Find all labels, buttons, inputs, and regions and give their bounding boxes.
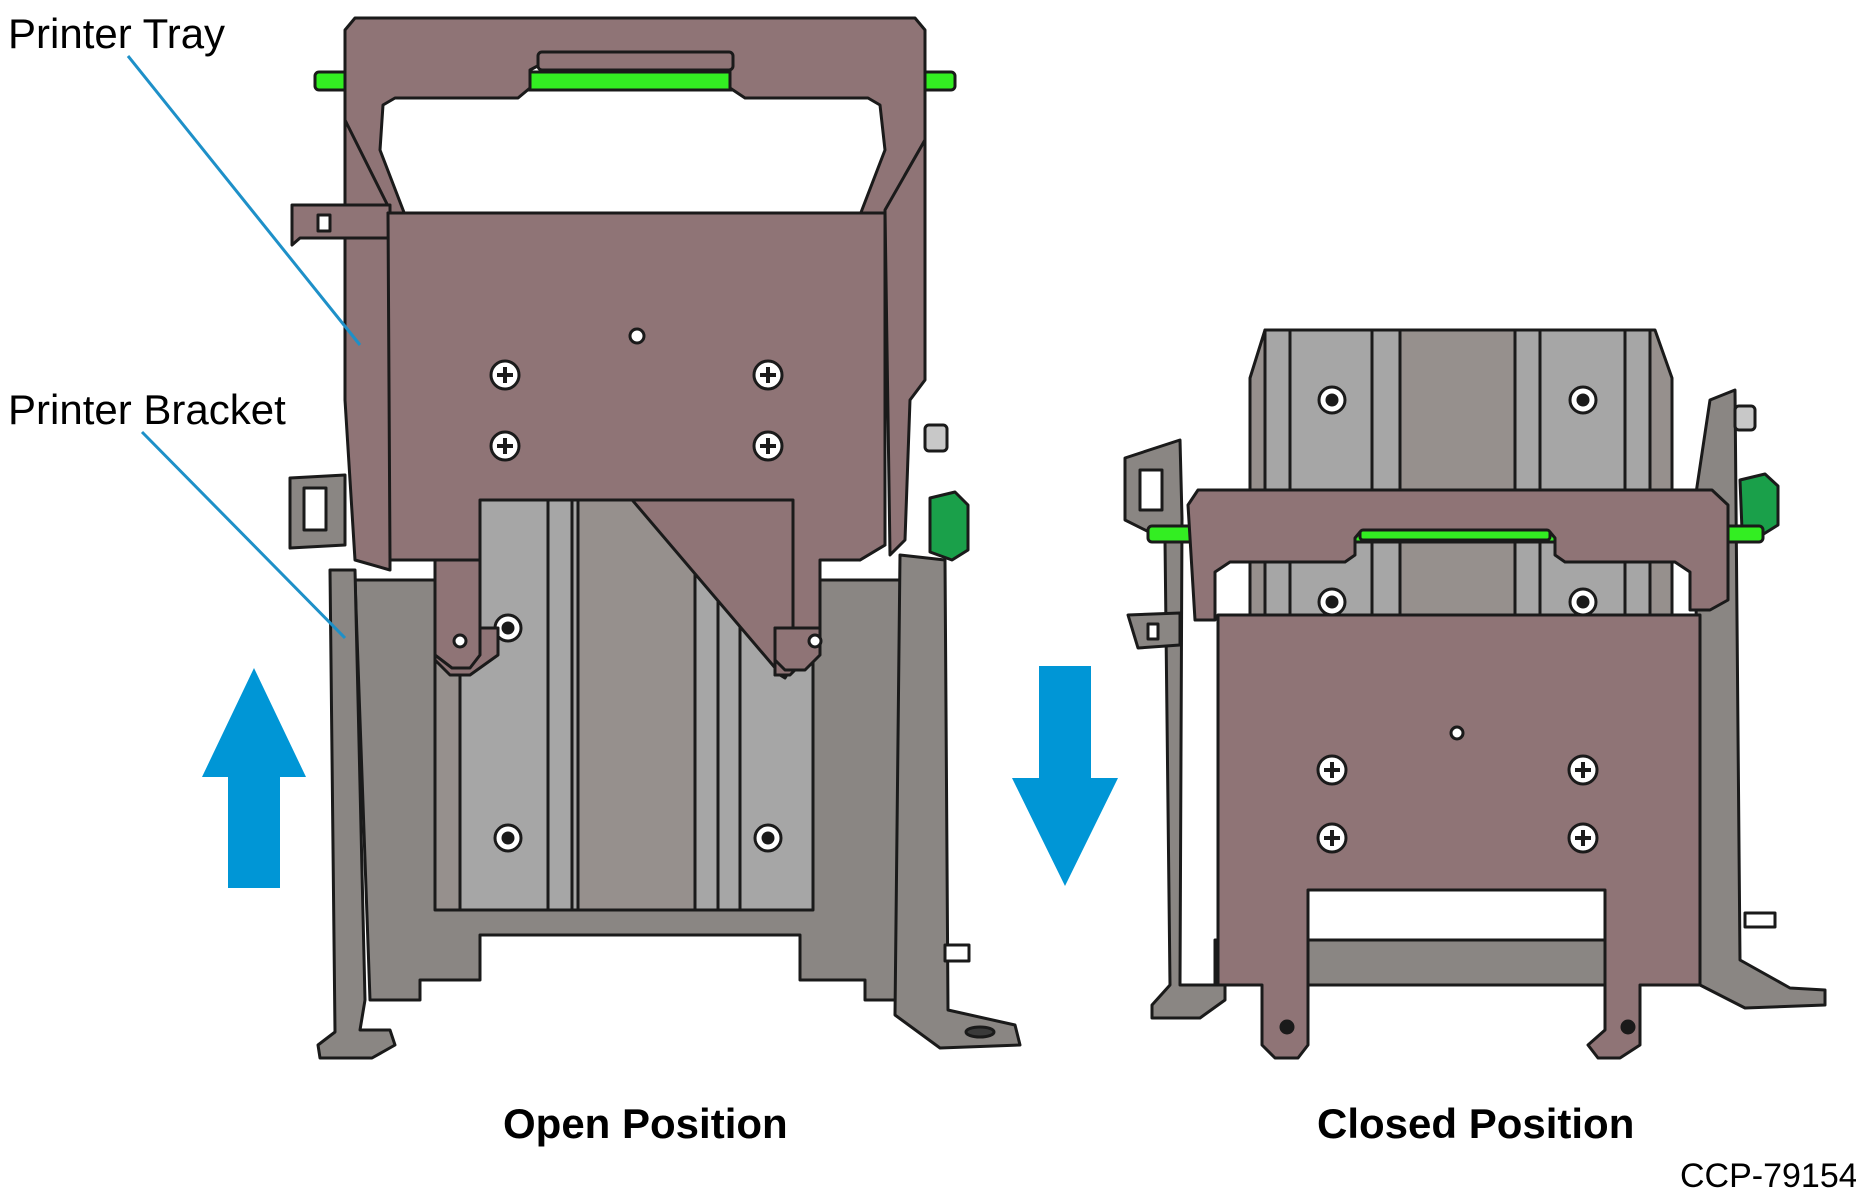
open-tray-handle[interactable]: [343, 16, 927, 217]
open-bracket-right-plate: [893, 553, 1022, 1050]
closed-tray-front-plate: [1216, 613, 1702, 1060]
closed-position-caption: Closed Position: [1317, 1100, 1635, 1147]
document-id: CCP-79154: [1680, 1157, 1856, 1195]
closed-nut: [1733, 404, 1757, 432]
closed-tray-handle[interactable]: [1186, 488, 1730, 622]
open-tray-left-tab: [290, 203, 392, 247]
closed-left-rail[interactable]: [1263, 328, 1402, 622]
printer-bracket-label: Printer Bracket: [8, 386, 286, 433]
open-position-assembly: [288, 16, 1022, 1060]
closed-tray-screws: [1316, 725, 1599, 854]
open-bracket-left-plate: [316, 568, 397, 1060]
arrow-down-icon: [1012, 666, 1118, 886]
closed-position-assembly: [1123, 328, 1827, 1060]
closed-right-rail[interactable]: [1513, 328, 1652, 622]
open-green-knob[interactable]: [928, 490, 970, 562]
open-tray-right-wing: [883, 138, 927, 557]
printer-tray-leader-line: [126, 55, 362, 346]
open-nut: [923, 423, 949, 453]
open-position-caption: Open Position: [503, 1100, 788, 1147]
closed-rail-screws: [1317, 385, 1598, 617]
open-tray-screws: [489, 327, 784, 462]
printer-bracket-leader-line: [140, 430, 347, 640]
printer-tray-label: Printer Tray: [8, 10, 226, 57]
arrow-up-icon: [202, 668, 306, 888]
